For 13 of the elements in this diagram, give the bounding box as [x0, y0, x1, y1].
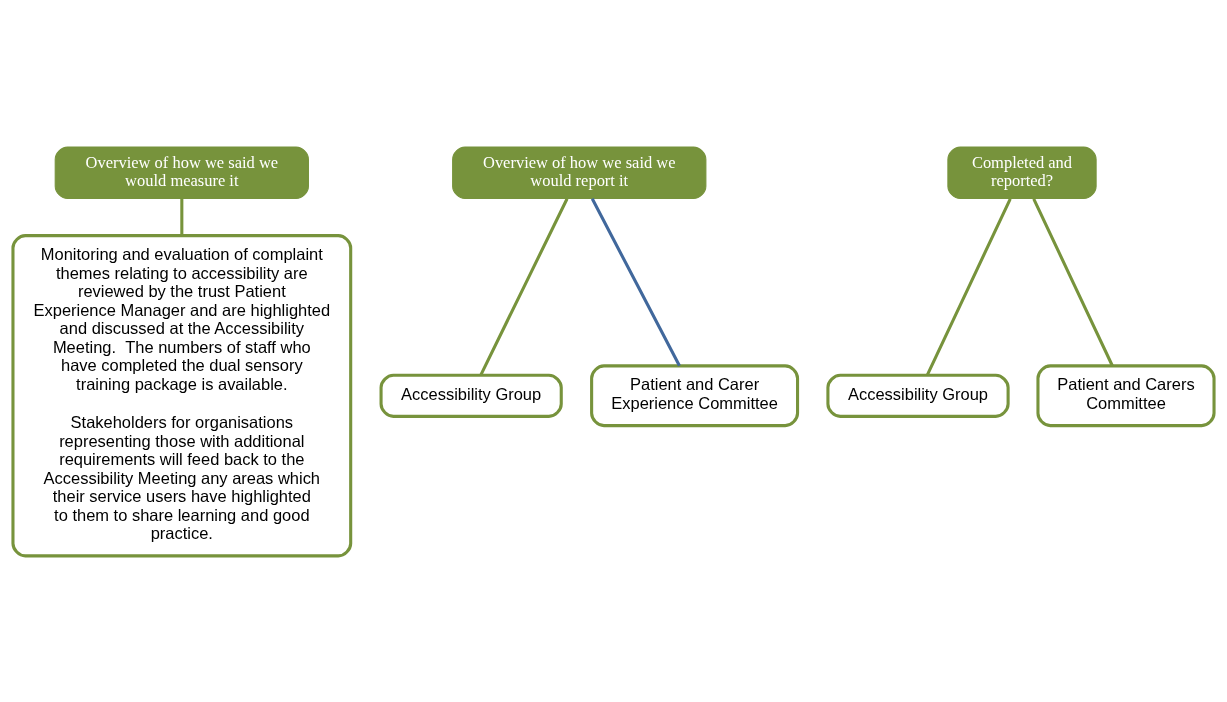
node-box: Overview of how we said we would report it	[452, 146, 707, 199]
node-box: Patient and Carer Experience Committee	[590, 363, 800, 427]
connector	[925, 197, 1012, 376]
node-box: Accessibility Group	[826, 373, 1010, 418]
connector	[1032, 197, 1114, 366]
node-box: Patient and Carers Committee	[1036, 363, 1216, 427]
node-box: Completed and reported?	[947, 146, 1097, 199]
connector	[180, 198, 184, 235]
node-box: Overview of how we said we would measure it	[54, 146, 309, 199]
connector	[479, 197, 569, 376]
node-box: Accessibility Group	[379, 373, 563, 418]
node-box: Monitoring and evaluation of complaint themes relating to accessibility are reviewed by the trust Patient Experience Manager and are highlighted and discussed at the Accessibility Meeting. The numbers of staff who have completed the dual sensory training package is available. Stakeholders for organisations representing those with additional requirements will feed back to the Accessibility Meeting any areas which their service users have highlighted to them to share learning and good practice.	[11, 233, 353, 557]
connector	[590, 197, 681, 366]
